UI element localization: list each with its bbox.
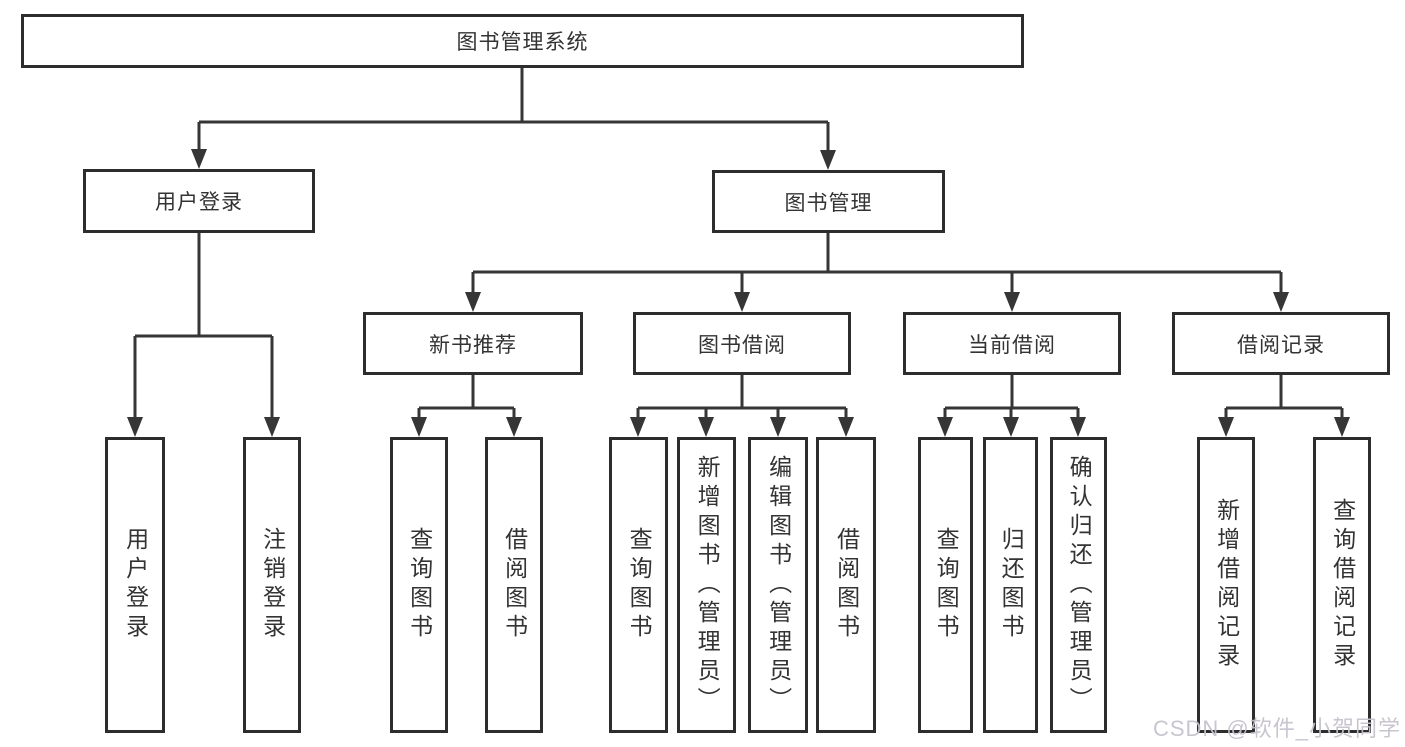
arrow-down-icons (127, 149, 1350, 437)
node-book-management: 图书管理 (712, 170, 945, 233)
node-user-login: 用户登录 (83, 169, 315, 233)
connector-records-to-leaves (1224, 375, 1344, 419)
leaf-add-book-admin: 新增图书（管理员） (677, 437, 736, 733)
leaf-user-login: 用户登录 (105, 437, 165, 733)
leaf-query-books-current: 查询图书 (918, 437, 973, 733)
leaf-return-book: 归还图书 (983, 437, 1038, 733)
node-new-book-recommend: 新书推荐 (363, 312, 583, 375)
leaf-confirm-return-admin: 确认归还（管理员） (1050, 437, 1107, 733)
node-current-borrowing: 当前借阅 (903, 312, 1121, 375)
leaf-query-borrow-record: 查询借阅记录 (1313, 437, 1371, 733)
connector-bookmgmt-to-level3 (471, 233, 1283, 294)
connector-newbook-to-leaves (417, 375, 516, 419)
leaf-borrow-books-recommend: 借阅图书 (485, 437, 543, 733)
leaf-query-books-recommend: 查询图书 (390, 437, 448, 733)
node-book-borrowing: 图书借阅 (633, 312, 851, 375)
leaf-borrow-books: 借阅图书 (816, 437, 876, 733)
leaf-add-borrow-record: 新增借阅记录 (1197, 437, 1255, 733)
connector-bookborrow-to-leaves (636, 375, 848, 419)
csdn-watermark: CSDN @软件_小贺同学 (1152, 716, 1401, 741)
node-borrowing-records: 借阅记录 (1172, 312, 1390, 375)
leaf-query-books-borrowing: 查询图书 (609, 437, 668, 733)
leaf-logout: 注销登录 (243, 437, 301, 733)
connector-currentborrow-to-leaves (943, 375, 1080, 419)
connector-root-to-level2 (197, 68, 830, 152)
leaf-edit-book-admin: 编辑图书（管理员） (748, 437, 808, 733)
connector-userlogin-to-leaves (133, 233, 274, 419)
node-library-management-system: 图书管理系统 (21, 14, 1024, 68)
